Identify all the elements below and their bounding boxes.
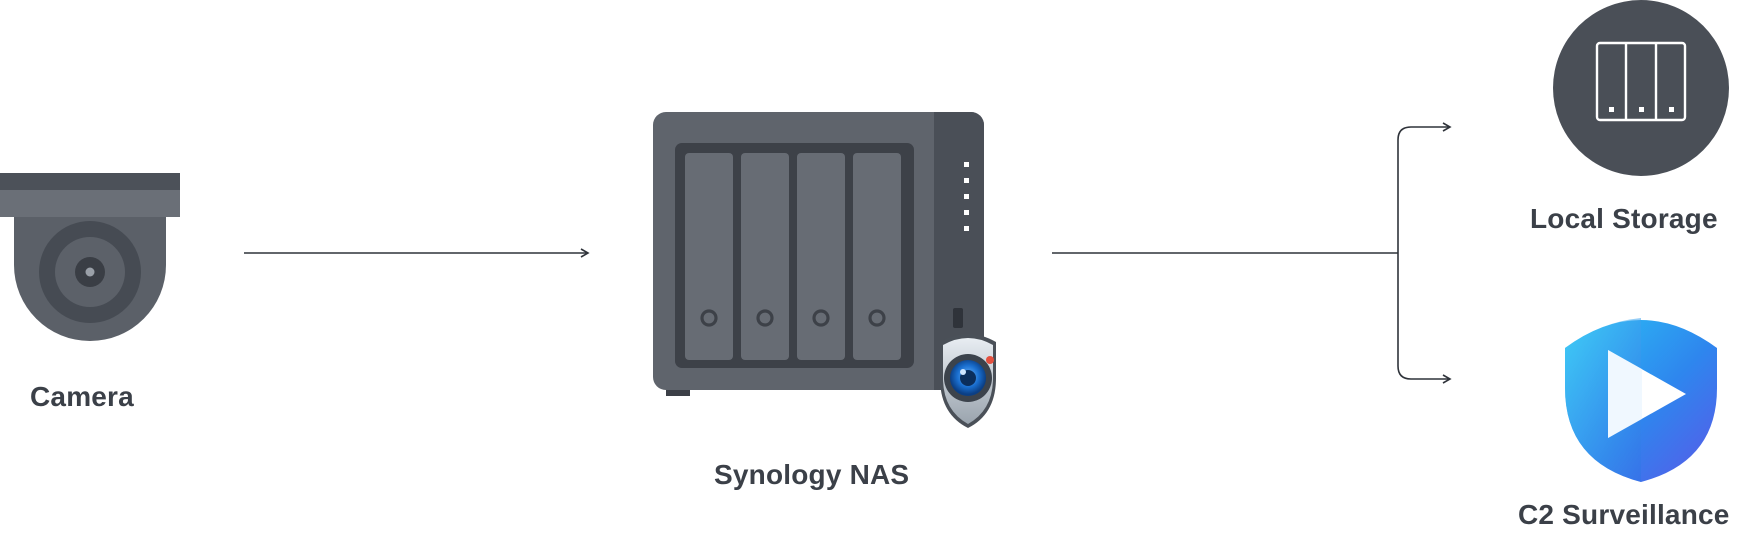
nas-device-icon [653,112,984,396]
drive-bays [685,153,901,360]
nas-label: Synology NAS [714,459,910,490]
c2-surveillance-label: C2 Surveillance [1518,499,1730,530]
local-storage-label: Local Storage [1530,203,1718,234]
dome-camera-icon [0,173,180,341]
camera-label: Camera [30,381,134,412]
surveillance-station-shield-icon [940,334,996,428]
status-leds [964,162,969,231]
c2-surveillance-shield-icon [1565,318,1717,482]
connector-nas-branch [1052,122,1452,384]
power-button [953,308,963,328]
local-storage-icon [1553,0,1729,176]
